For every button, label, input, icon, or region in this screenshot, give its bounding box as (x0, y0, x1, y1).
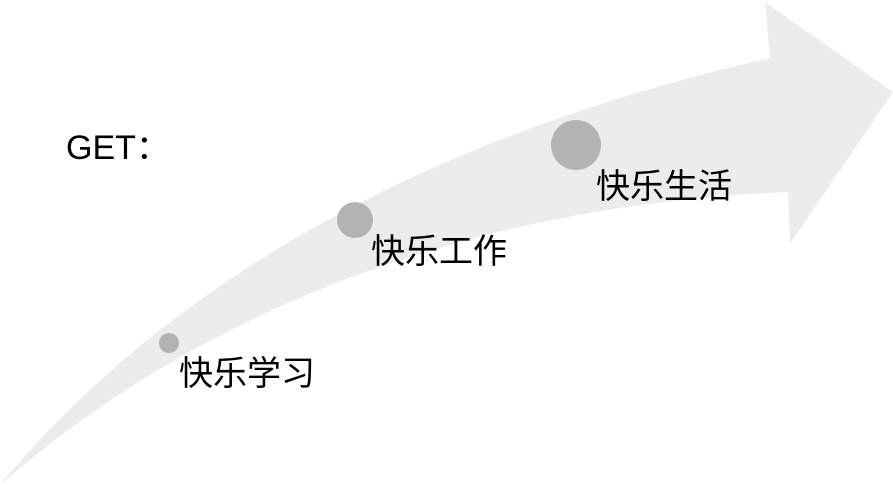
stage-label-life: 快乐生活 (596, 167, 732, 207)
stage-label-work: 快乐工作 (371, 232, 507, 272)
stage-dot-study (159, 333, 179, 353)
heading-get: GET： (66, 129, 170, 167)
stage-dot-life (551, 120, 601, 170)
stage-label-study: 快乐学习 (179, 354, 315, 394)
stage-dot-work (337, 202, 373, 238)
